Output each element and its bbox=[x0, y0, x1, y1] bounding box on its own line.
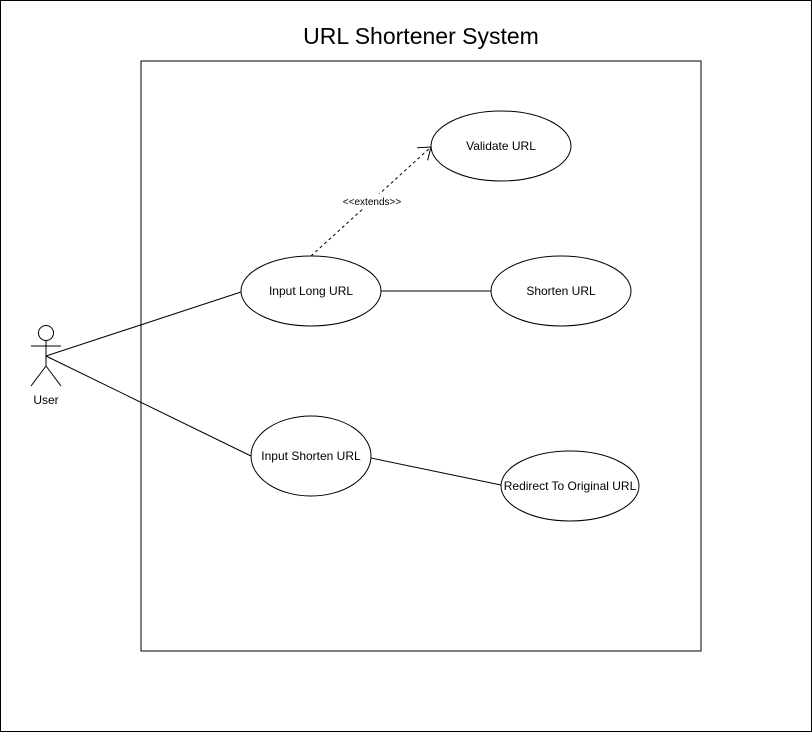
use-case-validate-url[interactable]: Validate URL bbox=[430, 110, 572, 182]
use-case-input-shorten-url-shape bbox=[250, 415, 372, 497]
actor-user[interactable]: User bbox=[30, 325, 62, 408]
use-case-input-long-url-shape bbox=[240, 255, 382, 327]
diagram-title: URL Shortener System bbox=[303, 23, 539, 49]
extends-label-bg bbox=[335, 194, 409, 208]
actor-left-leg bbox=[30, 365, 47, 387]
actor-label: User bbox=[33, 393, 58, 407]
system-boundary bbox=[140, 60, 702, 652]
use-case-input-long-url[interactable]: Input Long URL bbox=[240, 255, 382, 327]
association-input-shorten-url-redirect bbox=[370, 457, 502, 486]
use-case-redirect-to-original-url-label: Redirect To Original URL bbox=[504, 479, 637, 493]
actor-right-leg bbox=[45, 365, 62, 387]
use-case-redirect-to-original-url-shape bbox=[500, 450, 640, 522]
use-case-shorten-url[interactable]: Shorten URL bbox=[490, 255, 632, 327]
use-case-input-shorten-url[interactable]: Input Shorten URL bbox=[250, 415, 372, 497]
use-case-input-long-url-label: Input Long URL bbox=[269, 284, 353, 298]
actor-head bbox=[38, 325, 54, 341]
use-case-validate-url-label: Validate URL bbox=[466, 139, 536, 153]
association-user-input-shorten-url bbox=[45, 355, 252, 457]
use-case-shorten-url-label: Shorten URL bbox=[526, 284, 596, 298]
association-user-input-long-url bbox=[45, 291, 242, 357]
use-case-input-shorten-url-label: Input Shorten URL bbox=[261, 449, 361, 463]
use-case-redirect-to-original-url[interactable]: Redirect To Original URL bbox=[500, 450, 640, 522]
extends-label: <<extends>> bbox=[343, 197, 402, 208]
use-case-shorten-url-shape bbox=[490, 255, 632, 327]
use-case-validate-url-shape bbox=[430, 110, 572, 182]
